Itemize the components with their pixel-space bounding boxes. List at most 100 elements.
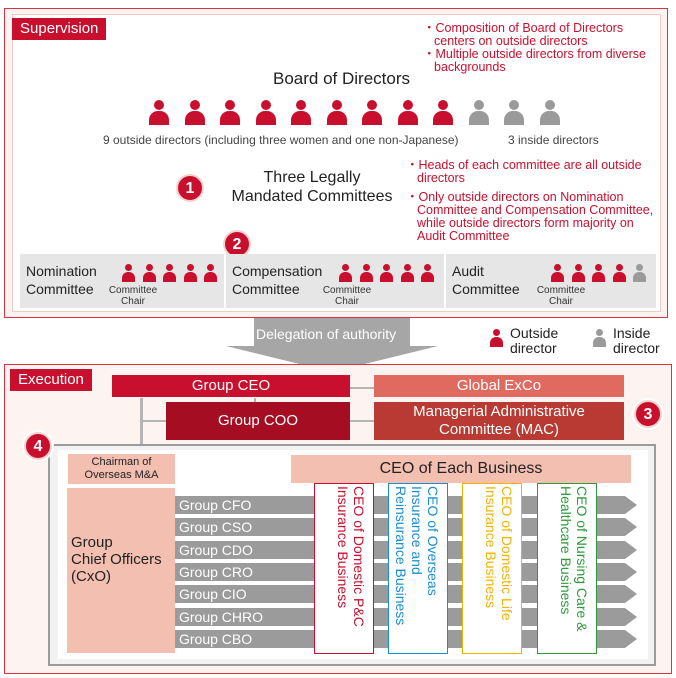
marker-4: 4 <box>24 432 52 460</box>
chair-line: Committee <box>322 285 372 296</box>
inside-director-icon <box>632 264 647 283</box>
outside-director-icon <box>361 100 383 126</box>
legend-text: Outside <box>510 325 559 341</box>
committee-chair-label: Committee Chair <box>318 285 376 307</box>
committees-title-line: Mandated Committees <box>231 188 393 205</box>
inside-director-icon <box>468 100 490 126</box>
officer-arrow-tip <box>625 607 637 626</box>
mac-box: Managerial Administrative Committee (MAC… <box>374 402 624 440</box>
committee-notes: ・Heads of each committee are all outside… <box>406 159 661 243</box>
connector <box>350 420 374 422</box>
connector <box>140 420 168 422</box>
committee-name-line: Committee <box>232 281 300 297</box>
execution-tag: Execution <box>10 369 92 391</box>
outside-director-icon <box>290 100 312 126</box>
committees-title: Three Legally Mandated Committees <box>212 168 412 206</box>
cxo-line: (CxO) <box>71 568 111 585</box>
outside-directors-caption: 9 outside directors (including three wom… <box>103 133 459 147</box>
business-column: CEO of Nursing Care & Healthcare Busines… <box>537 483 597 654</box>
outside-director-icon <box>571 264 586 283</box>
inside-director-icon <box>539 100 561 126</box>
outside-director-icon <box>184 100 206 126</box>
marker-3: 3 <box>634 400 662 428</box>
committee-chair-label: Committee Chair <box>532 285 590 307</box>
outside-director-icon <box>359 264 374 283</box>
board-note: ・Composition of Board of Directors cente… <box>423 21 624 48</box>
outside-director-icon <box>183 264 198 283</box>
outside-director-icon <box>420 264 435 283</box>
chairman-line: Chairman of <box>91 456 152 468</box>
inside-directors-caption: 3 inside directors <box>508 133 599 147</box>
board-notes: ・Composition of Board of Directors cente… <box>423 22 663 74</box>
officer-label: Group CHRO <box>179 607 266 626</box>
chair-line: Chair <box>549 296 573 307</box>
officer-label: Group CSO <box>179 518 255 537</box>
committee-chair-label: Committee Chair <box>104 285 162 307</box>
legend-outside: Outside director <box>510 326 558 356</box>
committee-name-line: Committee <box>452 281 520 297</box>
business-label: CEO of Nursing Care & Healthcare Busines… <box>558 486 590 632</box>
officer-arrow-tip <box>625 496 637 514</box>
marker-1: 1 <box>176 174 204 202</box>
chairman-line: Overseas M&A <box>84 469 159 481</box>
inside-director-icon <box>503 100 525 126</box>
outside-director-icon <box>550 264 565 283</box>
outside-director-icon <box>219 100 241 126</box>
outside-director-icon <box>400 264 415 283</box>
chair-line: Chair <box>121 296 145 307</box>
committee-name-line: Committee <box>26 281 94 297</box>
officer-label: Group CFO <box>179 496 254 514</box>
business-label: CEO of Domestic P&C Insurance Business <box>335 486 367 627</box>
outside-director-icon <box>142 264 157 283</box>
committee-note: ・Only outside directors on Nomination Co… <box>406 190 654 243</box>
outside-director-icon <box>612 264 627 283</box>
officer-arrow-tip <box>625 540 637 559</box>
outside-director-icon <box>326 100 348 126</box>
officer-label: Group CDO <box>179 540 255 559</box>
chairman-box: Chairman of Overseas M&A <box>68 454 175 484</box>
committee-name: Nomination Committee <box>26 262 97 298</box>
committee-name: Audit Committee <box>452 262 520 298</box>
cxo-box: Group Chief Officers (CxO) <box>67 488 175 653</box>
board-title: Board of Directors <box>273 69 410 88</box>
officer-arrow-tip <box>625 518 637 537</box>
outside-director-icon <box>591 264 606 283</box>
outside-director-icon <box>121 264 136 283</box>
officer-arrow-tip <box>625 562 637 581</box>
business-column: CEO of Domestic P&C Insurance Business <box>314 483 374 654</box>
delegation-label: Delegation of authority <box>256 326 397 342</box>
supervision-tag: Supervision <box>12 18 107 40</box>
committee-name: Compensation Committee <box>232 262 322 298</box>
cxo-line: Group <box>71 534 113 551</box>
board-note: ・Multiple outside directors from diverse… <box>423 47 646 74</box>
chair-line: Chair <box>335 296 359 307</box>
officer-label: Group CIO <box>179 585 249 604</box>
committee-name-line: Compensation <box>232 263 323 279</box>
officer-arrow-tip <box>625 585 637 604</box>
outside-director-legend-icon <box>489 329 504 348</box>
legend-inside: Inside director <box>613 326 660 356</box>
legend-text: Inside <box>613 325 651 341</box>
committee-name-line: Nomination <box>26 263 97 279</box>
committee-note: ・Heads of each committee are all outside… <box>406 158 642 185</box>
outside-director-icon <box>338 264 353 283</box>
committee-name-line: Audit <box>452 263 484 279</box>
business-label: CEO of Domestic Life Insurance Business <box>483 486 515 621</box>
outside-director-icon <box>148 100 170 126</box>
legend-text: director <box>613 340 660 356</box>
officer-label: Group CRO <box>179 562 255 581</box>
officer-label: Group CBO <box>179 629 255 648</box>
business-label: CEO of Overseas Insurance and Reinsuranc… <box>393 486 441 626</box>
officer-arrow-tip <box>625 629 637 648</box>
outside-director-icon <box>255 100 277 126</box>
cxo-line: Chief Officers <box>71 551 162 568</box>
outside-director-icon <box>203 264 218 283</box>
delegation-arrow <box>226 318 438 372</box>
connector <box>350 387 374 389</box>
group-coo-box: Group COO <box>166 402 350 440</box>
group-ceo-box: Group CEO <box>112 375 350 397</box>
business-column: CEO of Domestic Life Insurance Business <box>462 483 522 654</box>
inside-director-legend-icon <box>592 329 607 348</box>
committees-title-line: Three Legally <box>263 169 361 186</box>
outside-director-icon <box>397 100 419 126</box>
